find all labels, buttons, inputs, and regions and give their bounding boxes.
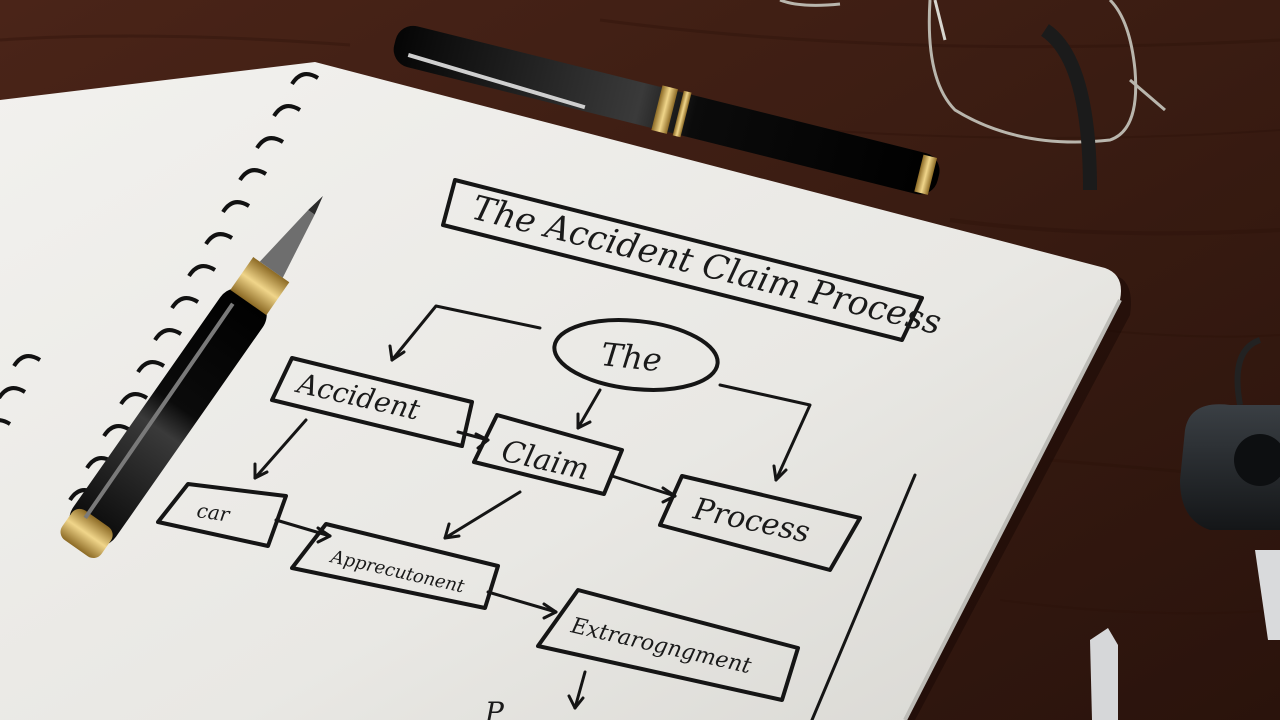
node-arrangement-box <box>536 588 800 702</box>
eyeglasses-icon <box>779 0 1166 191</box>
node-bottom-label: P <box>484 696 505 720</box>
node-process-box <box>658 474 862 572</box>
notepad-page <box>0 62 1121 720</box>
node-accident-box <box>270 356 474 448</box>
notepad <box>0 62 1131 720</box>
node-the-label: The <box>599 335 664 379</box>
node-appointment-box <box>290 522 500 610</box>
spiral-binding-icon <box>0 72 320 502</box>
node-the-oval <box>552 318 720 392</box>
node-car-box <box>156 482 288 548</box>
car-key-icon <box>1090 337 1280 720</box>
closed-pen-icon <box>393 25 940 195</box>
title-box <box>441 178 924 342</box>
fountain-pen-icon <box>60 195 323 559</box>
flowchart <box>156 178 924 720</box>
node-car-label: car <box>195 498 232 527</box>
